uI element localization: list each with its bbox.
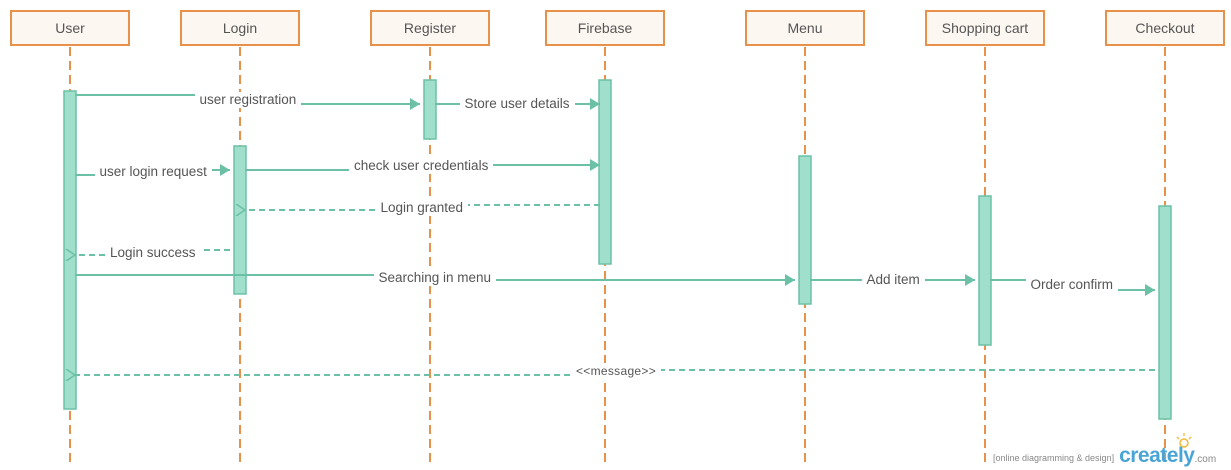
message-label-m2: Store user details (459, 96, 575, 112)
participant-user: User (10, 10, 130, 46)
message-label-m3: user login request (94, 164, 212, 180)
participant-login: Login (180, 10, 300, 46)
message-label-m7: Searching in menu (373, 270, 497, 286)
participant-label: Firebase (577, 20, 633, 36)
watermark-domain: .com (1194, 454, 1217, 465)
message-label-m1: user registration (194, 92, 302, 108)
message-label-m8: Add item (861, 272, 925, 288)
watermark-brand: creately (1119, 444, 1195, 467)
lightbulb-icon (1176, 433, 1192, 448)
participant-label: Register (403, 20, 457, 36)
activation-menu (798, 155, 812, 305)
participant-firebase: Firebase (545, 10, 665, 46)
participant-label: Menu (787, 20, 823, 36)
activation-login (233, 145, 247, 295)
activation-firebase (598, 79, 612, 265)
participant-checkout: Checkout (1105, 10, 1225, 46)
participant-label: Login (222, 20, 258, 36)
message-label-m5: Login granted (375, 200, 469, 216)
participant-label: User (55, 20, 85, 36)
participant-label: Shopping cart (941, 20, 1029, 36)
message-label-m6: Login success (105, 245, 201, 261)
message-label-m9: Order confirm (1025, 277, 1119, 293)
participant-cart: Shopping cart (925, 10, 1045, 46)
creately-watermark: [online diagramming & design] creately .… (993, 433, 1217, 468)
message-label-m10: <<message>> (571, 363, 662, 379)
activation-register (423, 79, 437, 140)
message-label-m4: check user credentials (349, 158, 494, 174)
participant-label: Checkout (1135, 20, 1195, 36)
activation-cart (978, 195, 992, 346)
activation-user (63, 90, 77, 410)
watermark-tagline: [online diagramming & design] (993, 453, 1115, 463)
participant-register: Register (370, 10, 490, 46)
participant-menu: Menu (745, 10, 865, 46)
activation-checkout (1158, 205, 1172, 420)
